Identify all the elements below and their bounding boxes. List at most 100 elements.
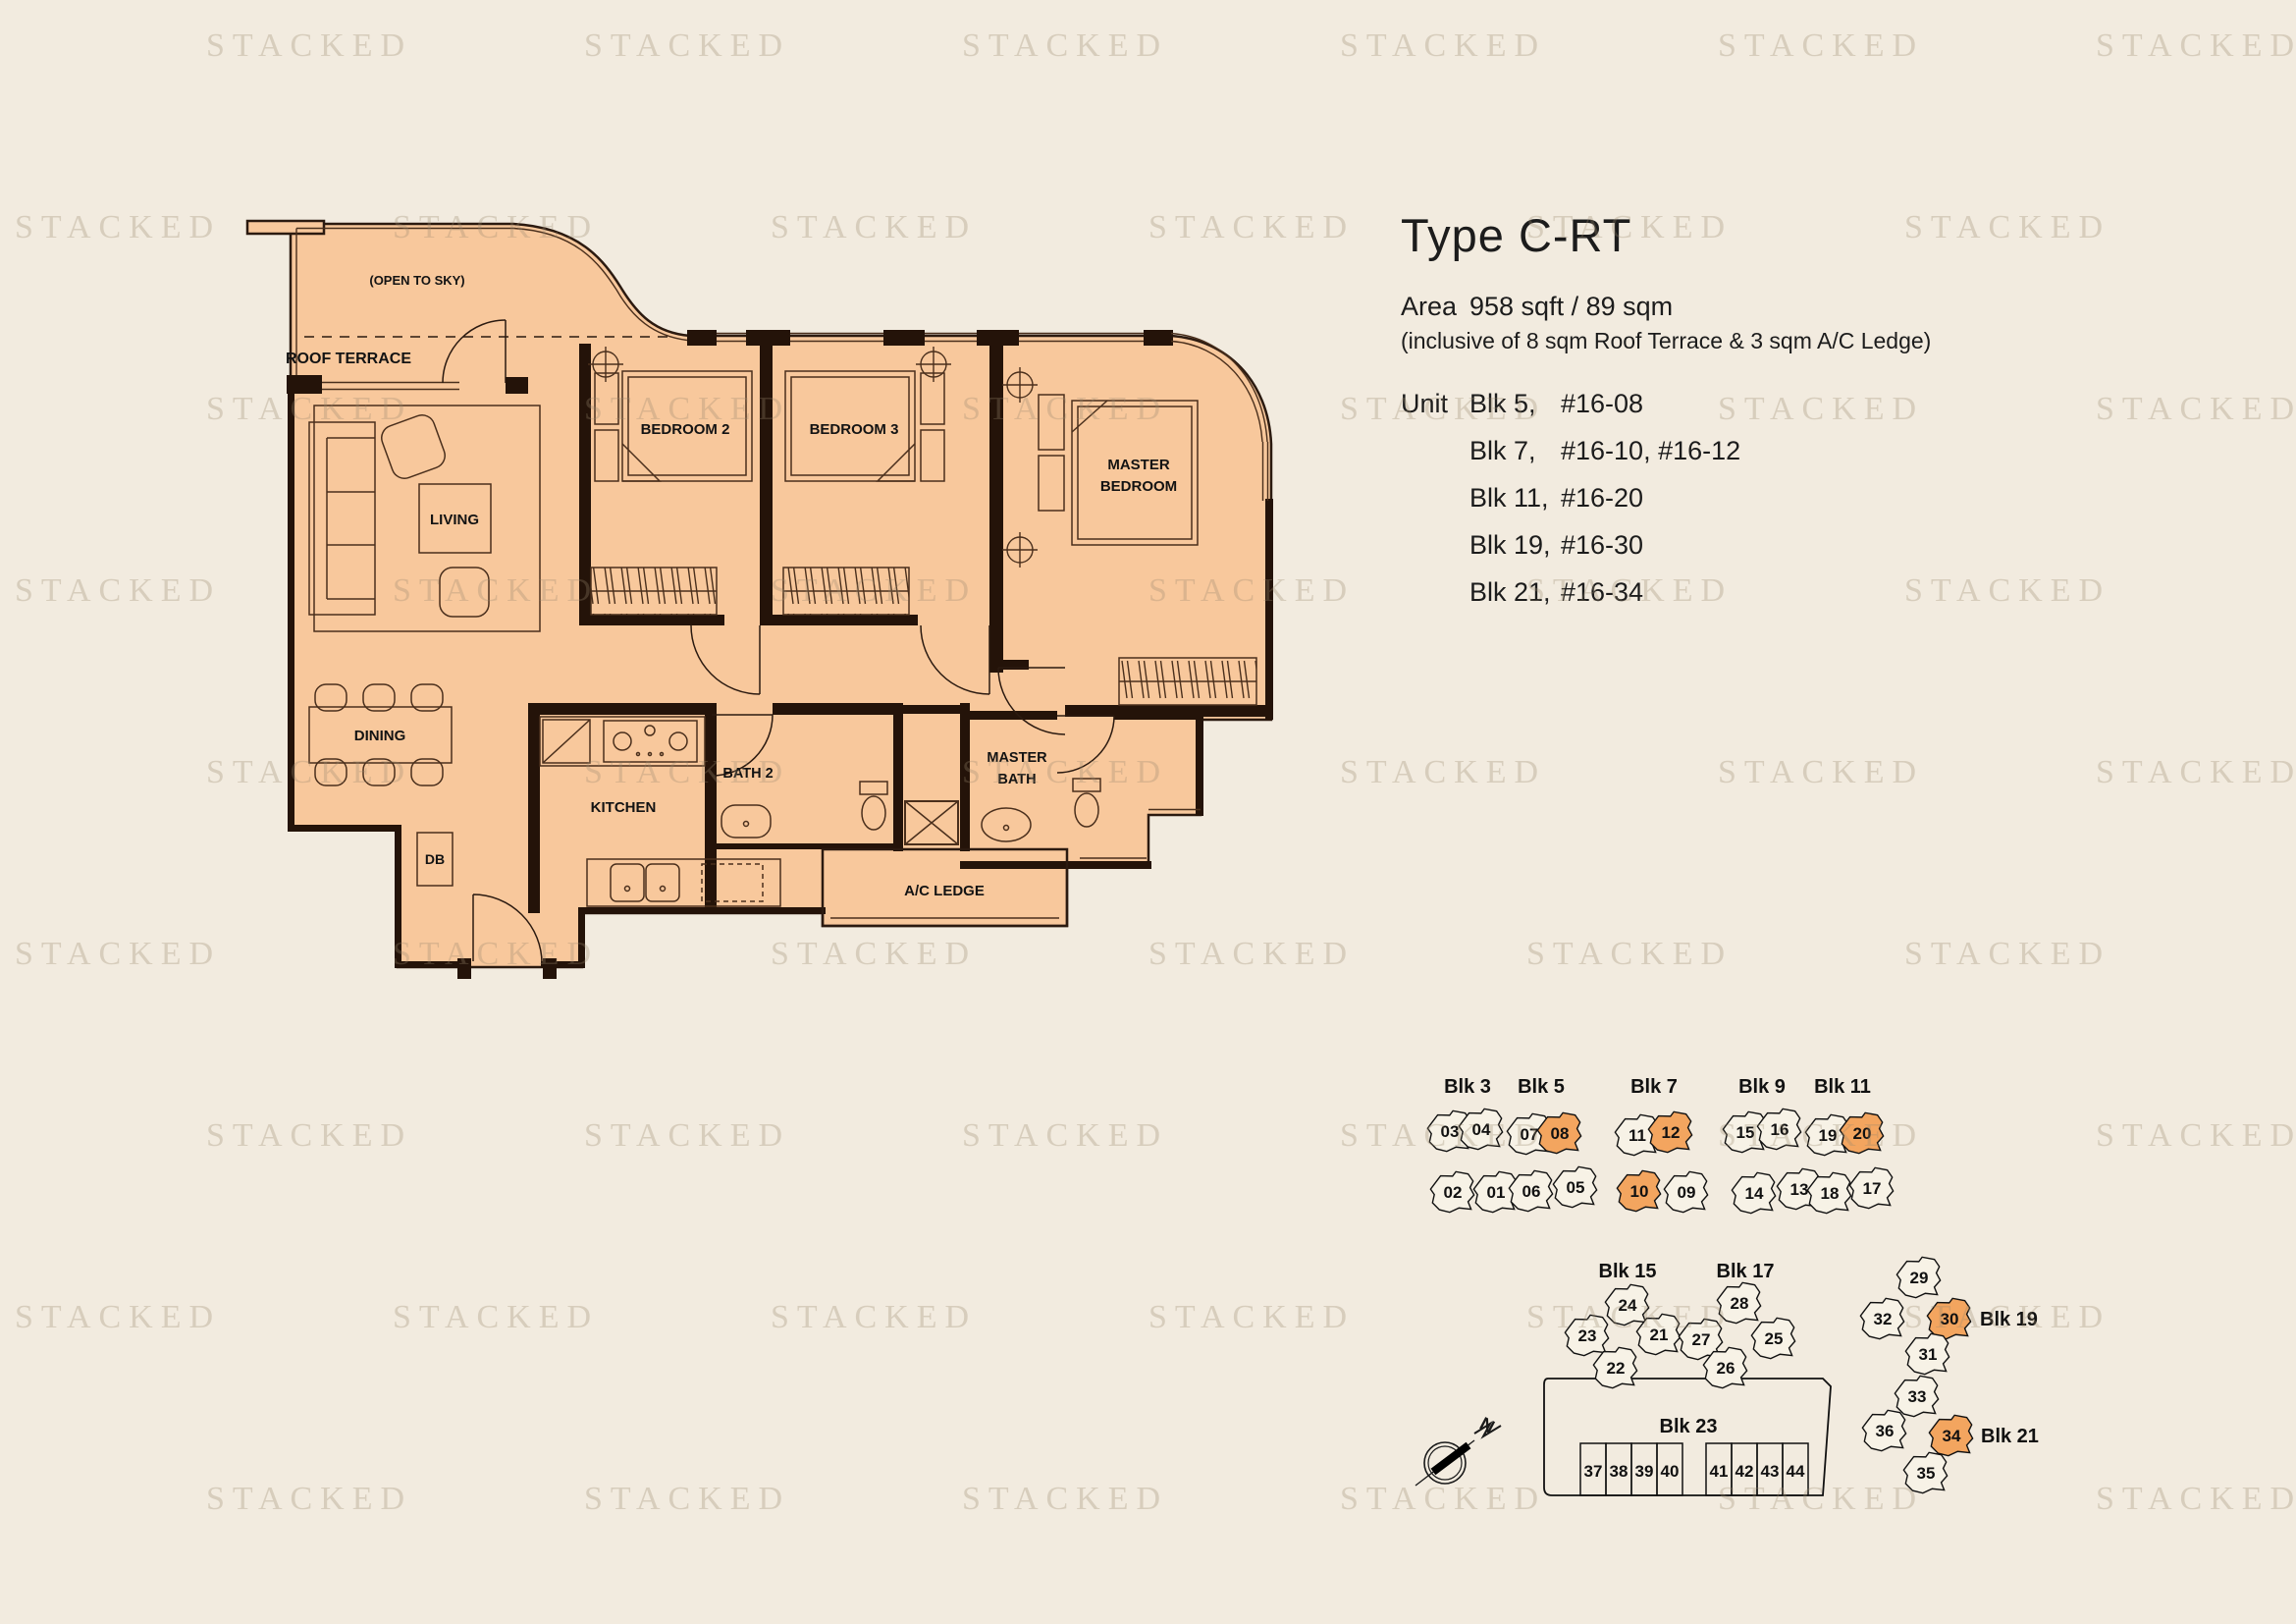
watermark-text: STACKED — [2096, 1481, 2296, 1517]
site-unit-number: 05 — [1567, 1178, 1585, 1197]
site-unit-number: 30 — [1941, 1310, 1959, 1328]
blk23-cell-number: 44 — [1787, 1462, 1805, 1481]
site-unit: 18 — [1804, 1169, 1855, 1217]
watermark-text: STACKED — [962, 27, 1169, 64]
site-unit-number: 24 — [1619, 1296, 1637, 1315]
watermark-text: STACKED — [584, 27, 791, 64]
site-unit-number: 32 — [1874, 1310, 1893, 1328]
site-unit: 28 — [1714, 1279, 1765, 1326]
site-unit: 05 — [1550, 1164, 1601, 1211]
watermark-text: STACKED — [962, 1117, 1169, 1154]
site-unit: 33 — [1892, 1373, 1943, 1420]
site-unit: 17 — [1846, 1164, 1897, 1212]
watermark-text: STACKED — [206, 1481, 413, 1517]
watermark-text: STACKED — [1718, 27, 1925, 64]
unit-numbers: #16-10, #16-12 — [1561, 436, 1741, 465]
site-unit: 32 — [1857, 1295, 1908, 1342]
unit-blk: Blk 21, — [1469, 577, 1551, 607]
site-unit-number: 16 — [1771, 1120, 1789, 1139]
terrace-window — [322, 381, 459, 391]
site-unit-number: 28 — [1731, 1294, 1749, 1313]
furniture — [308, 370, 1257, 907]
watermark-text: STACKED — [584, 1481, 791, 1517]
site-unit: 01 — [1470, 1168, 1522, 1216]
watermark-text: STACKED — [584, 1117, 791, 1154]
site-unit-number: 13 — [1790, 1180, 1809, 1199]
site-unit-number: 20 — [1853, 1124, 1872, 1143]
site-unit-number: 22 — [1607, 1359, 1626, 1378]
site-unit: 20 — [1837, 1110, 1888, 1157]
site-block-label: Blk 23 — [1660, 1416, 1718, 1437]
watermark-text: STACKED — [771, 1299, 978, 1335]
area-note: (inclusive of 8 sqm Roof Terrace & 3 sqm… — [1401, 328, 1932, 353]
site-unit-number: 33 — [1908, 1387, 1927, 1406]
site-unit-number: 12 — [1662, 1123, 1681, 1142]
unit-numbers: #16-20 — [1561, 483, 1644, 513]
watermark-text: STACKED — [15, 1299, 222, 1335]
site-unit: 06 — [1506, 1167, 1557, 1215]
site-unit-number: 29 — [1910, 1269, 1929, 1287]
label-db: DB — [425, 851, 445, 867]
terrace-door — [442, 319, 507, 384]
unit-numbers: #16-08 — [1561, 389, 1644, 418]
door-arcs — [472, 624, 1115, 964]
site-unit: 19 — [1802, 1111, 1853, 1159]
site-unit: 30 — [1924, 1295, 1975, 1342]
blk23-cell-number: 43 — [1761, 1462, 1780, 1481]
watermark-text: STACKED — [2096, 754, 2296, 790]
watermark-text: STACKED — [1526, 936, 1734, 972]
site-unit: 36 — [1859, 1407, 1910, 1454]
label-kitchen: KITCHEN — [591, 799, 657, 816]
site-unit: 09 — [1661, 1168, 1712, 1216]
site-block-label: Blk 5 — [1518, 1076, 1565, 1098]
ac-ledge-outline — [821, 847, 1069, 928]
label-bedroom2: BEDROOM 2 — [641, 421, 730, 438]
site-unit: 08 — [1534, 1110, 1585, 1157]
site-block-label: Blk 19 — [1980, 1309, 2038, 1330]
site-unit-number: 14 — [1745, 1184, 1764, 1203]
site-unit: 23 — [1562, 1312, 1613, 1359]
watermark-text: STACKED — [2096, 1117, 2296, 1154]
area-value: 958 sqft / 89 sqm — [1469, 292, 1674, 321]
label-roof-terrace: ROOF TERRACE — [286, 351, 411, 367]
site-unit: 31 — [1902, 1330, 1953, 1378]
compass-icon: N — [1415, 1414, 1502, 1487]
site-unit-number: 11 — [1629, 1126, 1646, 1145]
site-unit-number: 27 — [1692, 1330, 1711, 1349]
site-unit: 14 — [1729, 1169, 1780, 1217]
watermark-text: STACKED — [1340, 754, 1547, 790]
site-unit: 12 — [1645, 1109, 1696, 1156]
site-block-label: Blk 3 — [1444, 1076, 1491, 1098]
unit-blk: Blk 19, — [1469, 530, 1551, 560]
label-master-bedroom-2: BEDROOM — [1100, 478, 1177, 495]
site-unit-number: 18 — [1821, 1184, 1840, 1203]
windows — [717, 332, 1269, 919]
site-block-label: Blk 17 — [1717, 1261, 1775, 1282]
watermark-text: STACKED — [1340, 27, 1547, 64]
site-unit-number: 26 — [1717, 1359, 1735, 1378]
site-unit: 07 — [1504, 1110, 1555, 1158]
watermark-text: STACKED — [962, 1481, 1169, 1517]
label-bedroom3: BEDROOM 3 — [810, 421, 899, 438]
site-unit-number: 25 — [1765, 1329, 1784, 1348]
site-unit: 27 — [1676, 1316, 1727, 1363]
unit-numbers: #16-34 — [1561, 577, 1644, 607]
blk23-cell-number: 41 — [1710, 1462, 1729, 1481]
site-block-label: Blk 15 — [1599, 1261, 1657, 1282]
site-unit-number: 34 — [1943, 1427, 1961, 1445]
unit-numbers: #16-30 — [1561, 530, 1644, 560]
unit-label: Unit — [1401, 389, 1449, 418]
watermark-text: STACKED — [206, 1117, 413, 1154]
site-unit-number: 01 — [1487, 1183, 1506, 1202]
label-living: LIVING — [430, 512, 479, 528]
site-unit: 29 — [1894, 1254, 1945, 1301]
watermark-text: STACKED — [1148, 1299, 1356, 1335]
label-open-to-sky: (OPEN TO SKY) — [369, 273, 464, 288]
floor-plan: (OPEN TO SKY) ROOF TERRACE LIVING DINING… — [245, 219, 1273, 979]
watermark-text: STACKED — [393, 1299, 600, 1335]
blk23-cell-number: 37 — [1584, 1462, 1603, 1481]
unit-list: Unit Blk 5, #16-08 Blk 7, #16-10, #16-12… — [1401, 380, 2284, 616]
north-label: N — [1476, 1414, 1498, 1438]
site-unit-number: 09 — [1678, 1183, 1696, 1202]
